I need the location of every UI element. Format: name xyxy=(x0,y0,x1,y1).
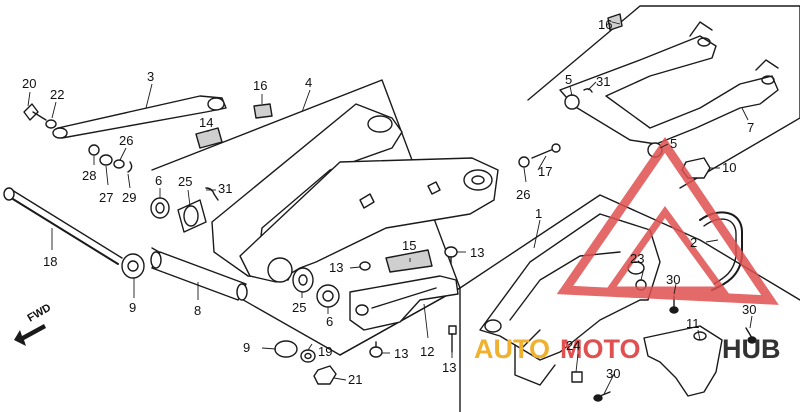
callout-5-b: 5 xyxy=(670,136,677,151)
callout-29: 29 xyxy=(122,190,136,205)
callout-15: 15 xyxy=(402,238,416,253)
pin-29 xyxy=(127,161,133,173)
callout-31-b: 31 xyxy=(596,74,610,89)
callout-18: 18 xyxy=(43,254,57,269)
fwd-label: FWD xyxy=(26,302,54,325)
callout-27: 27 xyxy=(99,190,113,205)
callout-3: 3 xyxy=(147,69,154,84)
watermark-text-hub: HUB xyxy=(722,334,781,364)
callout-25-b: 25 xyxy=(292,300,306,315)
bearing-25-left xyxy=(177,199,207,233)
callout-25-a: 25 xyxy=(178,174,192,189)
callout-28: 28 xyxy=(82,168,96,183)
callout-14: 14 xyxy=(199,115,213,130)
callout-30-b: 30 xyxy=(742,302,756,317)
bolt-17 xyxy=(531,143,561,159)
bolt-13-b xyxy=(444,246,458,265)
washer-28 xyxy=(88,144,100,156)
callout-13-d: 13 xyxy=(442,360,456,375)
bushing-6-left xyxy=(150,197,170,219)
strut-bar-part xyxy=(52,95,227,139)
nut-24 xyxy=(571,371,583,383)
bolt-13-a xyxy=(359,261,371,271)
callout-10: 10 xyxy=(722,160,736,175)
callout-22: 22 xyxy=(50,87,64,102)
chain-guide-part xyxy=(643,325,723,397)
washer-19 xyxy=(300,349,316,363)
decal-14 xyxy=(195,127,223,149)
seal-9-lower xyxy=(274,340,298,358)
watermark-text-moto: MOTO xyxy=(560,334,641,364)
callout-5-a: 5 xyxy=(565,72,572,87)
callout-8: 8 xyxy=(194,303,201,318)
fwd-arrow-icon xyxy=(14,324,46,346)
callout-9-b: 9 xyxy=(243,340,250,355)
bolt-13-c xyxy=(369,341,383,358)
callout-11: 11 xyxy=(686,316,700,331)
callout-6-a: 6 xyxy=(155,173,162,188)
seal-9-left xyxy=(121,253,145,279)
callout-30-c: 30 xyxy=(606,366,620,381)
callout-26-b: 26 xyxy=(516,187,530,202)
bolt-30-c xyxy=(593,391,611,402)
bushing-6-right xyxy=(316,284,340,308)
lower-bracket-part xyxy=(349,275,459,331)
callout-30-a: 30 xyxy=(666,272,680,287)
label-16-inset xyxy=(607,13,623,31)
callout-17: 17 xyxy=(538,164,552,179)
callout-12: 12 xyxy=(420,344,434,359)
pivot-shaft-part xyxy=(3,187,123,265)
callout-23: 23 xyxy=(630,251,644,266)
inset-swingarm-part xyxy=(559,21,779,145)
washer-26 xyxy=(113,159,125,169)
leader-lines xyxy=(27,21,753,395)
washer-26-right xyxy=(518,156,530,168)
swingarm-part xyxy=(211,103,499,283)
inset-box xyxy=(527,5,800,189)
nut-27 xyxy=(99,154,113,166)
bolt-30-b xyxy=(745,327,757,344)
bushing-5-a xyxy=(564,94,580,110)
callout-2: 2 xyxy=(690,235,697,250)
callout-16-b: 16 xyxy=(253,78,267,93)
plate-15 xyxy=(385,249,433,273)
callout-4: 4 xyxy=(305,75,312,90)
callout-21: 21 xyxy=(348,372,362,387)
callout-13-a: 13 xyxy=(329,260,343,275)
watermark-text-auto: AUTO xyxy=(474,334,550,364)
callout-26-a: 26 xyxy=(119,133,133,148)
callout-24: 24 xyxy=(566,338,580,353)
nut-21 xyxy=(313,365,337,385)
callout-labels: 1 2 3 4 5 5 6 6 7 8 9 9 10 11 12 13 13 1… xyxy=(22,17,756,387)
watermark-logo-icon xyxy=(556,137,779,305)
callout-20: 20 xyxy=(22,76,36,91)
washer-22 xyxy=(45,119,57,129)
callout-6-b: 6 xyxy=(326,314,333,329)
callout-7: 7 xyxy=(747,120,754,135)
bolt-13-d xyxy=(448,325,457,353)
callout-19: 19 xyxy=(318,344,332,359)
label-16 xyxy=(253,103,273,119)
bearing-25-right xyxy=(292,267,314,293)
callout-1: 1 xyxy=(535,206,542,221)
callout-13-b: 13 xyxy=(470,245,484,260)
bolt-20 xyxy=(23,103,47,121)
callout-9-a: 9 xyxy=(129,300,136,315)
callout-13-c: 13 xyxy=(394,346,408,361)
pivot-collar-part xyxy=(150,251,248,301)
callout-16-a: 16 xyxy=(598,17,612,32)
callout-31-a: 31 xyxy=(218,181,232,196)
